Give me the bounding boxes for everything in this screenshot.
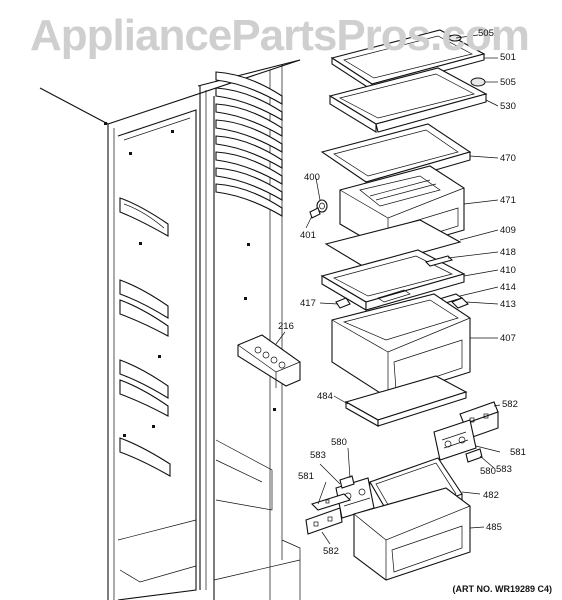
callout-471: 471 xyxy=(500,195,516,206)
callout-505: 505 xyxy=(500,77,516,88)
part-505-shelf-clip xyxy=(448,34,486,87)
callout-583: 583 xyxy=(310,450,326,461)
part-583-clip-left xyxy=(339,475,355,489)
part-413-rail xyxy=(451,297,469,309)
callout-418: 418 xyxy=(500,247,516,258)
part-417-rail xyxy=(335,297,351,309)
part-581-support-left xyxy=(310,493,352,511)
callout-582: 582 xyxy=(502,399,518,410)
leader-lines xyxy=(275,34,501,545)
callout-417: 417 xyxy=(300,298,316,309)
callout-581: 581 xyxy=(298,471,314,482)
part-418-slide xyxy=(424,255,454,267)
art-number: (ART NO. WR19289 C4) xyxy=(452,584,552,594)
callout-581: 581 xyxy=(510,447,526,458)
part-400-knob xyxy=(316,199,328,213)
refrigerator-cabinet xyxy=(39,59,301,600)
callout-413: 413 xyxy=(500,299,516,310)
part-216-egg-bin xyxy=(237,334,301,388)
part-407-crisper-drawer xyxy=(331,293,471,399)
part-484-drawer-cover xyxy=(344,375,468,427)
part-580-bracket-right xyxy=(433,419,477,461)
callout-485: 485 xyxy=(486,522,502,533)
watermark-text: AppliancePartsPros.com xyxy=(30,11,530,60)
callout-414: 414 xyxy=(500,282,516,293)
callout-530: 530 xyxy=(500,101,516,112)
callout-484: 484 xyxy=(317,391,333,402)
callout-407: 407 xyxy=(500,333,516,344)
callout-482: 482 xyxy=(483,490,499,501)
callout-216: 216 xyxy=(278,321,294,332)
callout-400: 400 xyxy=(304,172,320,183)
callout-470: 470 xyxy=(500,153,516,164)
callout-505: 505 xyxy=(478,28,494,39)
part-401-screw xyxy=(309,207,321,219)
callout-501: 501 xyxy=(500,52,516,63)
part-583-clip-right xyxy=(465,448,483,463)
callout-410: 410 xyxy=(500,265,516,276)
freezer-shelf-ribs xyxy=(215,71,283,217)
callout-409: 409 xyxy=(500,225,516,236)
part-582-bracket-left xyxy=(305,507,343,535)
callout-583: 583 xyxy=(496,464,512,475)
part-409-glass-cover xyxy=(324,219,462,269)
callout-582: 582 xyxy=(323,546,339,557)
part-485-lower-drawer xyxy=(353,487,471,581)
callout-401: 401 xyxy=(300,230,316,241)
door-bins-left xyxy=(119,197,171,477)
callout-580: 580 xyxy=(331,437,347,448)
part-530-shelf-frame xyxy=(328,67,488,133)
callout-580: 580 xyxy=(480,466,496,477)
